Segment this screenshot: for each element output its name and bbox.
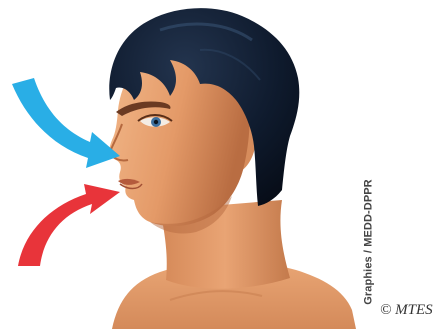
exhale-arrow-icon: [18, 184, 120, 266]
graphic-credit-text: Graphies / MEDD-DPPR: [363, 179, 375, 304]
graphic-credit: Graphies / MEDD-DPPR: [362, 162, 376, 322]
pupil-shape: [154, 120, 158, 124]
inhale-arrow-icon: [12, 78, 120, 168]
copyright-text: © MTES: [380, 302, 433, 319]
